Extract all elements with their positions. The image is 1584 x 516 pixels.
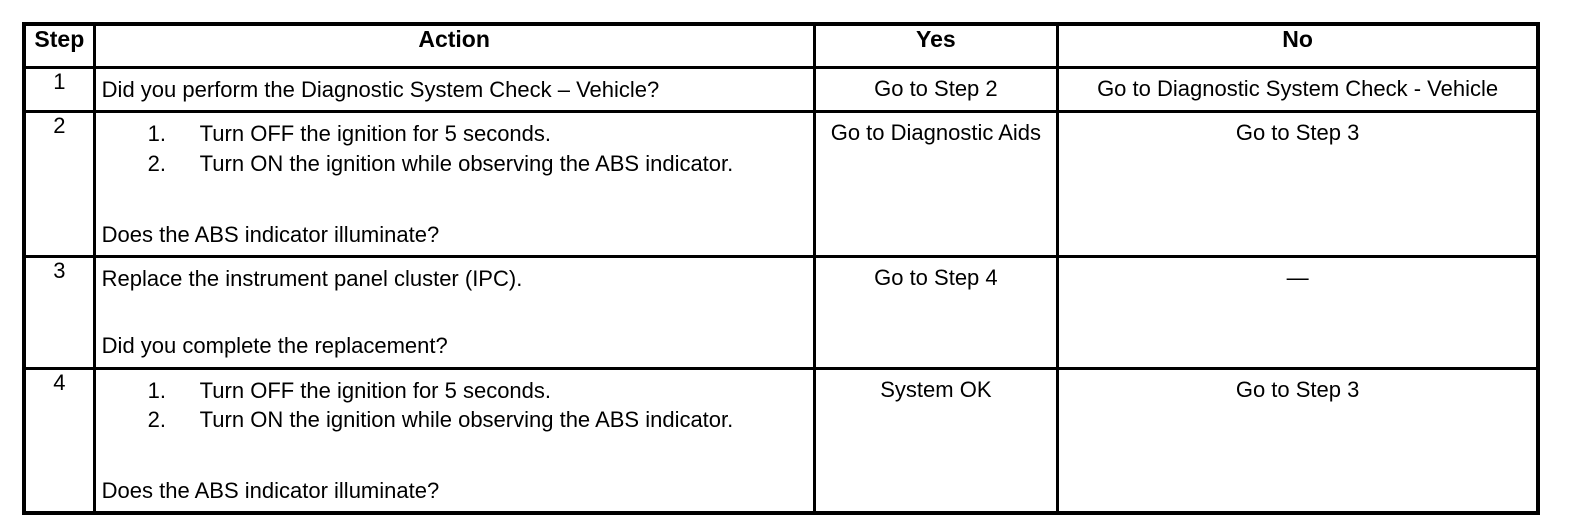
list-item: 2. Turn ON the ignition while observing … — [102, 149, 809, 178]
no-answer-text: — — [1286, 265, 1309, 290]
table-row: 3 Replace the instrument panel cluster (… — [22, 255, 1540, 370]
no-answer-cell: — — [1056, 255, 1540, 370]
list-item: 2. Turn ON the ignition while observing … — [102, 405, 809, 434]
table-row: 1 Did you perform the Diagnostic System … — [22, 65, 1540, 114]
action-cell: Did you perform the Diagnostic System Ch… — [92, 65, 816, 114]
table-body: 1 Did you perform the Diagnostic System … — [22, 65, 1540, 515]
list-item-number: 1. — [147, 377, 167, 403]
table-header: Step Action Yes No — [22, 22, 1540, 69]
yes-answer-text: Go to Step 4 — [874, 265, 998, 290]
step-number: 4 — [22, 366, 96, 515]
action-content: 1. Turn OFF the ignition for 5 seconds. … — [96, 370, 813, 512]
action-content: Did you perform the Diagnostic System Ch… — [96, 69, 813, 110]
yes-answer-cell: Go to Diagnostic Aids — [812, 110, 1060, 258]
action-content: 1. Turn OFF the ignition for 5 seconds. … — [96, 113, 813, 255]
yes-answer-cell: System OK — [812, 366, 1060, 515]
list-item-text: Turn OFF the ignition for 5 seconds. — [199, 121, 552, 147]
no-answer-cell: Go to Diagnostic System Check - Vehicle — [1056, 65, 1540, 114]
column-header-yes: Yes — [812, 22, 1060, 69]
action-cell: 1. Turn OFF the ignition for 5 seconds. … — [92, 366, 816, 515]
list-item-text: Turn ON the ignition while observing the… — [199, 406, 734, 432]
no-answer-text: Go to Diagnostic System Check - Vehicle — [1097, 76, 1499, 102]
action-step-list: 1. Turn OFF the ignition for 5 seconds. … — [102, 119, 809, 178]
diagnostic-procedure-table: Step Action Yes No 1 Did you perform the… — [22, 22, 1540, 516]
action-cell: Replace the instrument panel cluster (IP… — [92, 255, 816, 370]
action-step-list: 1. Turn OFF the ignition for 5 seconds. … — [102, 376, 809, 435]
table-row: 2 1. Turn OFF the ignition for 5 seconds… — [22, 110, 1540, 258]
yes-answer-text: Go to Diagnostic Aids — [830, 120, 1042, 146]
yes-answer-text: Go to Step 2 — [874, 76, 998, 102]
yes-answer-text: System OK — [880, 376, 992, 402]
action-question: Did you perform the Diagnostic System Ch… — [101, 77, 660, 102]
step-number: 1 — [22, 65, 96, 114]
no-answer-text: Go to Step 3 — [1235, 376, 1360, 402]
yes-answer-cell: Go to Step 2 — [812, 65, 1060, 114]
table-row: 4 1. Turn OFF the ignition for 5 seconds… — [22, 366, 1540, 515]
action-statement: Replace the instrument panel cluster (IP… — [101, 266, 523, 291]
no-answer-cell: Go to Step 3 — [1056, 366, 1540, 515]
list-item: 1. Turn OFF the ignition for 5 seconds. — [102, 119, 809, 148]
column-header-no: No — [1056, 22, 1540, 69]
list-item-number: 1. — [147, 121, 167, 147]
list-item-number: 2. — [147, 406, 167, 432]
column-header-action: Action — [92, 22, 816, 69]
action-question: Does the ABS indicator illuminate? — [101, 221, 440, 247]
list-item: 1. Turn OFF the ignition for 5 seconds. — [102, 376, 809, 405]
step-number: 2 — [22, 110, 96, 258]
no-answer-cell: Go to Step 3 — [1056, 110, 1540, 258]
yes-answer-cell: Go to Step 4 — [812, 255, 1060, 370]
column-header-step: Step — [22, 22, 96, 69]
action-content: Replace the instrument panel cluster (IP… — [96, 258, 813, 367]
step-number: 3 — [22, 255, 96, 370]
action-cell: 1. Turn OFF the ignition for 5 seconds. … — [92, 110, 816, 258]
action-question: Did you complete the replacement? — [101, 333, 448, 359]
no-answer-text: Go to Step 3 — [1235, 120, 1360, 146]
list-item-number: 2. — [147, 150, 167, 176]
list-item-text: Turn ON the ignition while observing the… — [199, 150, 734, 176]
list-item-text: Turn OFF the ignition for 5 seconds. — [199, 377, 552, 403]
action-question: Does the ABS indicator illuminate? — [101, 478, 440, 503]
header-row: Step Action Yes No — [22, 22, 1540, 69]
